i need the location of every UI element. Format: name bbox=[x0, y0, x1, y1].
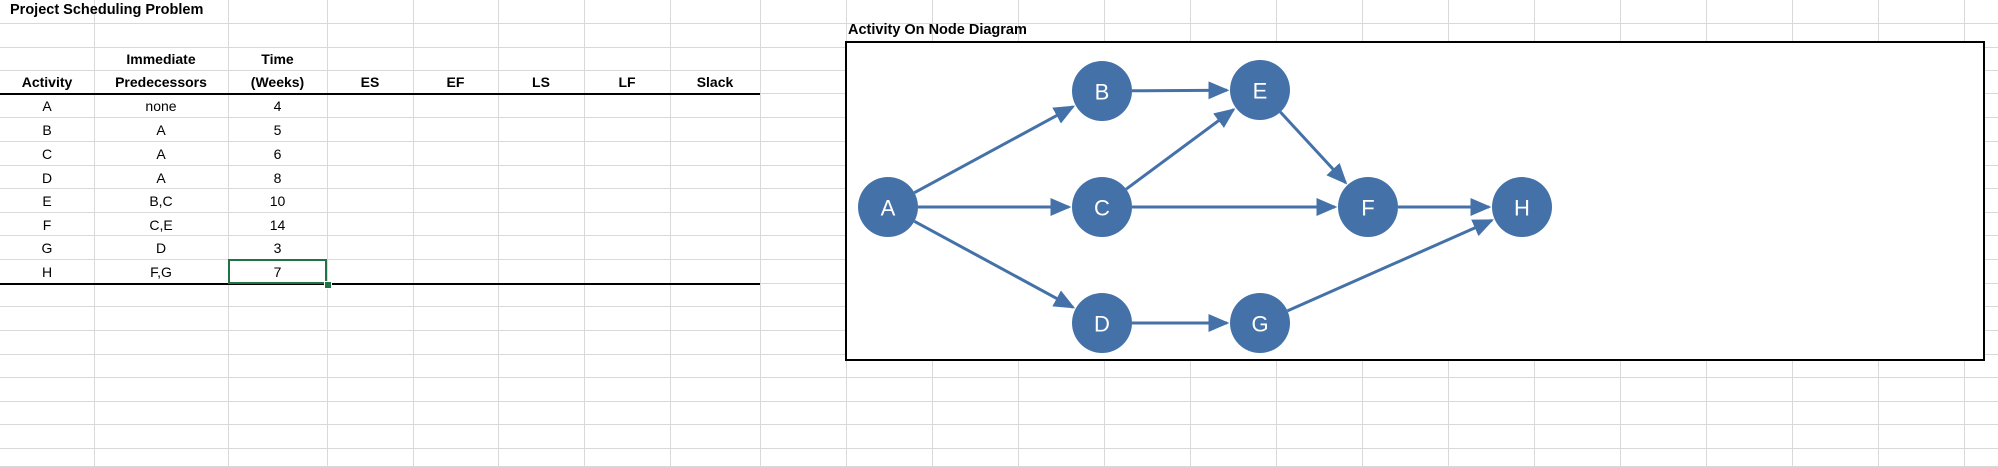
aon-node-B[interactable]: B bbox=[1072, 61, 1132, 121]
table-bottom-rule bbox=[0, 283, 760, 285]
aon-diagram-frame[interactable]: A B C D E F G H bbox=[845, 41, 1985, 361]
table-cell-predecessors[interactable]: D bbox=[155, 240, 167, 256]
aon-node-D[interactable]: D bbox=[1072, 293, 1132, 353]
aon-node-label: G bbox=[1251, 312, 1268, 337]
table-cell-time[interactable]: 6 bbox=[273, 146, 282, 162]
table-cell-time[interactable]: 10 bbox=[269, 193, 286, 209]
aon-node-circle[interactable] bbox=[1072, 177, 1132, 237]
table-header-line1: Time bbox=[261, 51, 294, 67]
aon-diagram-svg[interactable]: A B C D E F G H bbox=[847, 43, 1987, 363]
table-cell-activity[interactable]: E bbox=[42, 193, 52, 209]
aon-node-A[interactable]: A bbox=[858, 177, 918, 237]
table-cell-predecessors[interactable]: none bbox=[145, 98, 177, 114]
table-cell-activity[interactable]: H bbox=[41, 264, 53, 280]
table-cell-time[interactable]: 14 bbox=[269, 217, 286, 233]
grid-row-line bbox=[0, 23, 1998, 24]
aon-edge-A-B bbox=[913, 105, 1076, 195]
grid-row-line bbox=[0, 424, 1998, 425]
aon-nodes[interactable]: A B C D E F G H bbox=[858, 60, 1552, 353]
table-cell-time[interactable]: 3 bbox=[273, 240, 282, 256]
aon-node-label: A bbox=[881, 196, 896, 221]
table-cell-activity[interactable]: A bbox=[42, 98, 52, 114]
aon-node-label: C bbox=[1094, 196, 1110, 221]
active-cell-selection[interactable] bbox=[228, 259, 327, 284]
aon-node-label: F bbox=[1361, 196, 1374, 221]
grid-row-line bbox=[0, 401, 1998, 402]
table-cell-activity[interactable]: F bbox=[42, 217, 52, 233]
table-cell-predecessors[interactable]: C,E bbox=[149, 217, 173, 233]
grid-col-line bbox=[498, 0, 499, 466]
aon-node-F[interactable]: F bbox=[1338, 177, 1398, 237]
grid-row-line bbox=[0, 448, 1998, 449]
table-header-line2: Slack bbox=[696, 74, 734, 90]
diagram-title: Activity On Node Diagram bbox=[848, 22, 1027, 38]
aon-node-label: H bbox=[1514, 196, 1530, 221]
grid-col-line bbox=[228, 0, 229, 466]
aon-node-C[interactable]: C bbox=[1072, 177, 1132, 237]
table-cell-time[interactable]: 5 bbox=[273, 122, 282, 138]
table-cell-activity[interactable]: C bbox=[41, 146, 53, 162]
aon-node-G[interactable]: G bbox=[1230, 293, 1290, 353]
grid-col-line bbox=[413, 0, 414, 466]
table-cell-activity[interactable]: G bbox=[41, 240, 53, 256]
table-header-line2: LS bbox=[532, 74, 550, 90]
grid-col-line bbox=[760, 0, 761, 466]
table-cell-time[interactable]: 7 bbox=[273, 264, 282, 280]
aon-node-circle[interactable] bbox=[1338, 177, 1398, 237]
aon-node-H[interactable]: H bbox=[1492, 177, 1552, 237]
aon-edge-B-E bbox=[1131, 81, 1230, 100]
table-cell-activity[interactable]: D bbox=[41, 170, 53, 186]
table-cell-predecessors[interactable]: A bbox=[156, 122, 166, 138]
aon-node-label: D bbox=[1094, 312, 1110, 337]
table-header-line2: ES bbox=[360, 74, 380, 90]
sheet-title: Project Scheduling Problem bbox=[10, 2, 204, 18]
table-cell-activity[interactable]: B bbox=[42, 122, 52, 138]
table-header-line2: Predecessors bbox=[115, 74, 207, 90]
aon-node-label: B bbox=[1095, 80, 1110, 105]
aon-edge-E-F bbox=[1279, 111, 1348, 185]
aon-edge-C-E bbox=[1125, 108, 1236, 191]
grid-col-line bbox=[584, 0, 585, 466]
table-cell-predecessors[interactable]: A bbox=[156, 170, 166, 186]
aon-node-circle[interactable] bbox=[1230, 293, 1290, 353]
table-header-line1: Immediate bbox=[126, 51, 196, 67]
grid-row-line bbox=[0, 377, 1998, 378]
table-header-line2: Activity bbox=[21, 74, 73, 90]
table-cell-time[interactable]: 8 bbox=[273, 170, 282, 186]
fill-handle[interactable] bbox=[324, 281, 332, 289]
aon-node-E[interactable]: E bbox=[1230, 60, 1290, 120]
aon-edge-A-D bbox=[913, 219, 1076, 309]
aon-node-label: E bbox=[1253, 79, 1268, 104]
grid-col-line bbox=[327, 0, 328, 466]
table-cell-predecessors[interactable]: A bbox=[156, 146, 166, 162]
aon-edge-G-H bbox=[1286, 218, 1495, 313]
table-header-line2: (Weeks) bbox=[250, 74, 305, 90]
aon-edges bbox=[913, 81, 1495, 332]
table-cell-time[interactable]: 4 bbox=[273, 98, 282, 114]
aon-node-circle[interactable] bbox=[1492, 177, 1552, 237]
grid-col-line bbox=[670, 0, 671, 466]
aon-node-circle[interactable] bbox=[1072, 61, 1132, 121]
table-header-line2: LF bbox=[618, 74, 636, 90]
table-cell-predecessors[interactable]: B,C bbox=[149, 193, 173, 209]
table-header-line2: EF bbox=[446, 74, 465, 90]
aon-node-circle[interactable] bbox=[1072, 293, 1132, 353]
table-header-rule bbox=[0, 93, 760, 95]
aon-node-circle[interactable] bbox=[858, 177, 918, 237]
table-cell-predecessors[interactable]: F,G bbox=[150, 264, 172, 280]
grid-col-line bbox=[94, 0, 95, 466]
aon-node-circle[interactable] bbox=[1230, 60, 1290, 120]
